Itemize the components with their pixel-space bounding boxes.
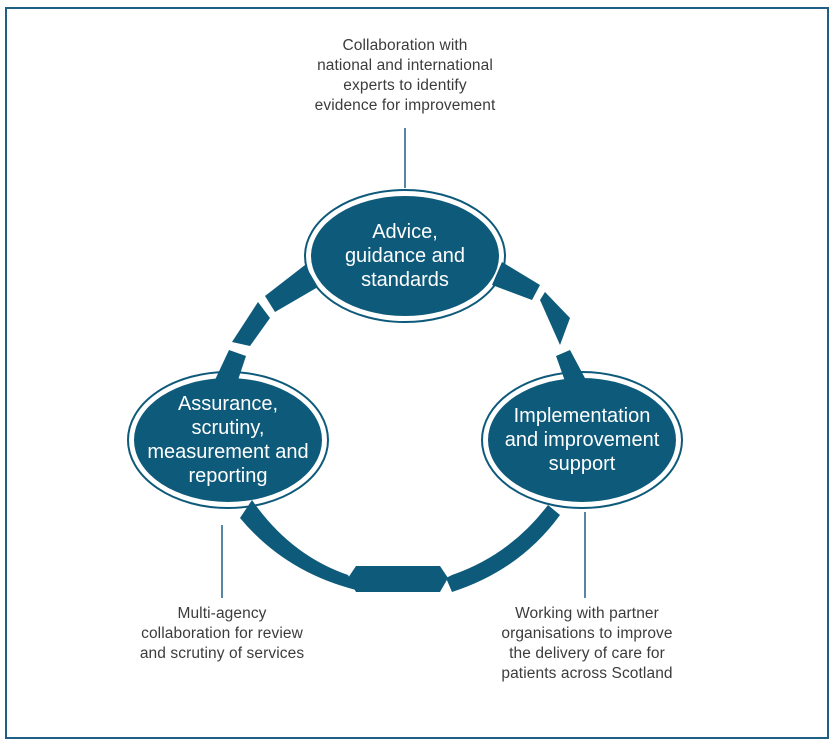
ring-segment [556,350,586,384]
ring-segment [540,292,570,345]
node-top-label: Advice, guidance and standards [344,221,466,291]
ring-segment [348,566,448,592]
ring-segment [446,505,560,592]
caption-top: Collaboration with national and internat… [314,37,496,114]
ring-segment [492,262,540,300]
node-left [127,371,329,509]
node-top [304,189,506,323]
diagram-frame [5,7,829,739]
cycle-ring [214,262,586,592]
caption-left: Multi-agency collaboration for review an… [139,605,305,662]
caption-right: Working with partner organisations to im… [501,605,673,682]
node-right-label: Implementation and improvement support [504,405,660,475]
ring-segment [214,350,246,386]
node-left-label: Assurance, scrutiny, measurement and rep… [147,393,309,487]
node-right [481,371,683,509]
ring-segment [240,500,356,590]
ring-segment [265,265,318,312]
ring-segment [232,302,270,346]
